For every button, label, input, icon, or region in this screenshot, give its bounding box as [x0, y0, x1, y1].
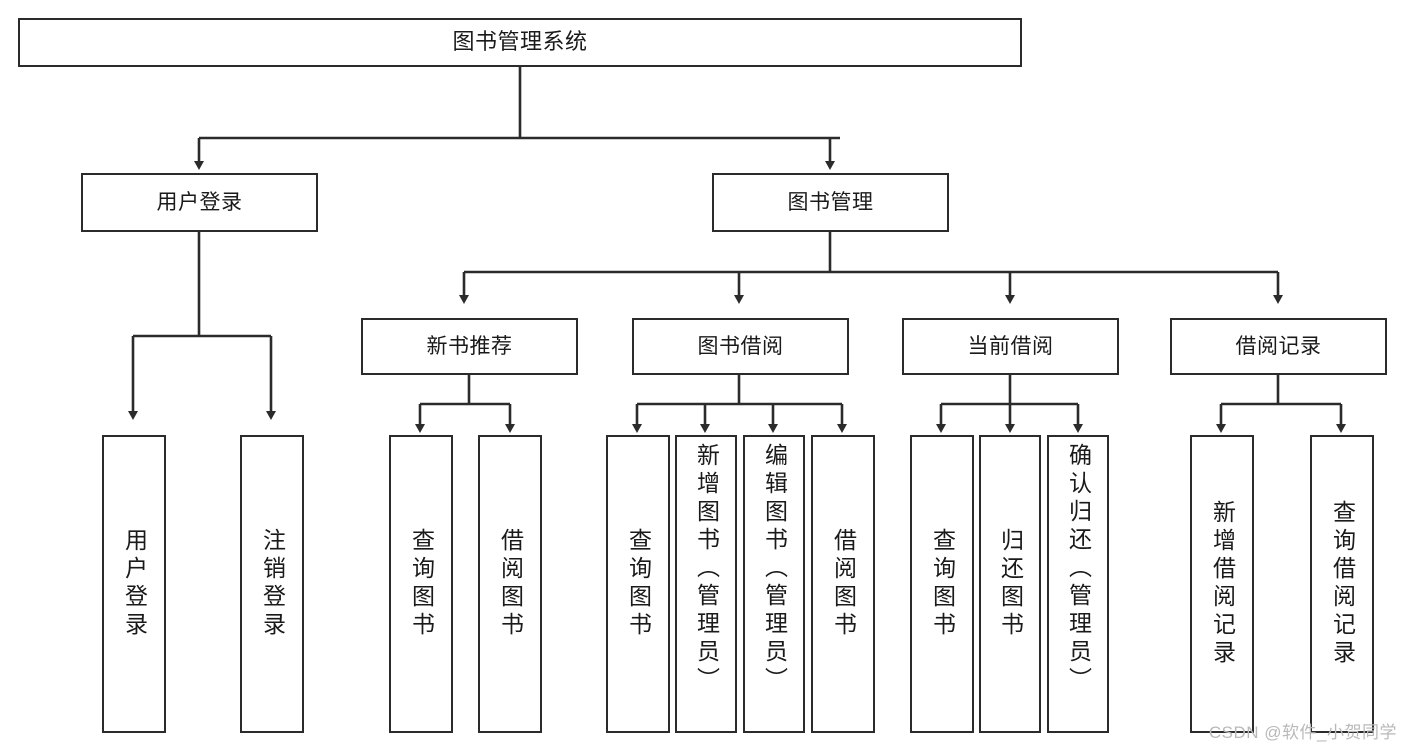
leaf-add-borrow-record[interactable]: 新增借阅记录 — [1190, 435, 1254, 733]
node-book-management[interactable]: 图书管理 — [712, 173, 949, 232]
node-label: 图书借阅 — [697, 334, 784, 358]
leaf-logout[interactable]: 注销登录 — [240, 435, 304, 733]
node-label: 确认归还（管理员） — [1065, 443, 1092, 695]
leaf-edit-book-admin[interactable]: 编辑图书（管理员） — [743, 435, 805, 733]
node-new-book-recommend[interactable]: 新书推荐 — [361, 318, 578, 375]
node-label: 图书管理系统 — [452, 29, 588, 55]
node-user-login[interactable]: 用户登录 — [81, 173, 318, 232]
node-label: 查询图书 — [408, 528, 435, 640]
watermark-text: CSDN @软件_小贺同学 — [1208, 723, 1397, 742]
node-label: 新增借阅记录 — [1209, 500, 1236, 668]
leaf-user-login[interactable]: 用户登录 — [102, 435, 166, 733]
leaf-query-book-recommend[interactable]: 查询图书 — [389, 435, 453, 733]
node-label: 新书推荐 — [426, 334, 513, 358]
node-root-book-management-system[interactable]: 图书管理系统 — [18, 18, 1022, 67]
node-current-borrow[interactable]: 当前借阅 — [902, 318, 1119, 375]
node-label: 编辑图书（管理员） — [761, 443, 788, 695]
leaf-query-book-current[interactable]: 查询图书 — [910, 435, 974, 733]
node-label: 用户登录 — [121, 528, 148, 640]
leaf-confirm-return-admin[interactable]: 确认归还（管理员） — [1047, 435, 1109, 733]
node-label: 当前借阅 — [967, 334, 1054, 358]
node-label: 查询图书 — [625, 528, 652, 640]
node-label: 借阅图书 — [497, 528, 524, 640]
node-label: 注销登录 — [259, 528, 286, 640]
leaf-query-book-borrow[interactable]: 查询图书 — [606, 435, 670, 733]
leaf-add-book-admin[interactable]: 新增图书（管理员） — [675, 435, 737, 733]
node-borrow-records[interactable]: 借阅记录 — [1170, 318, 1387, 375]
node-book-borrow[interactable]: 图书借阅 — [632, 318, 849, 375]
node-label: 借阅记录 — [1235, 334, 1322, 358]
node-label: 图书管理 — [787, 190, 874, 214]
leaf-query-borrow-record[interactable]: 查询借阅记录 — [1310, 435, 1374, 733]
leaf-borrow-book-recommend[interactable]: 借阅图书 — [478, 435, 542, 733]
node-label: 新增图书（管理员） — [693, 443, 720, 695]
node-label: 借阅图书 — [830, 528, 857, 640]
node-label: 归还图书 — [997, 528, 1024, 640]
node-label: 查询借阅记录 — [1329, 500, 1356, 668]
leaf-return-book[interactable]: 归还图书 — [979, 435, 1041, 733]
leaf-borrow-book[interactable]: 借阅图书 — [811, 435, 875, 733]
node-label: 用户登录 — [156, 190, 243, 214]
node-label: 查询图书 — [929, 528, 956, 640]
